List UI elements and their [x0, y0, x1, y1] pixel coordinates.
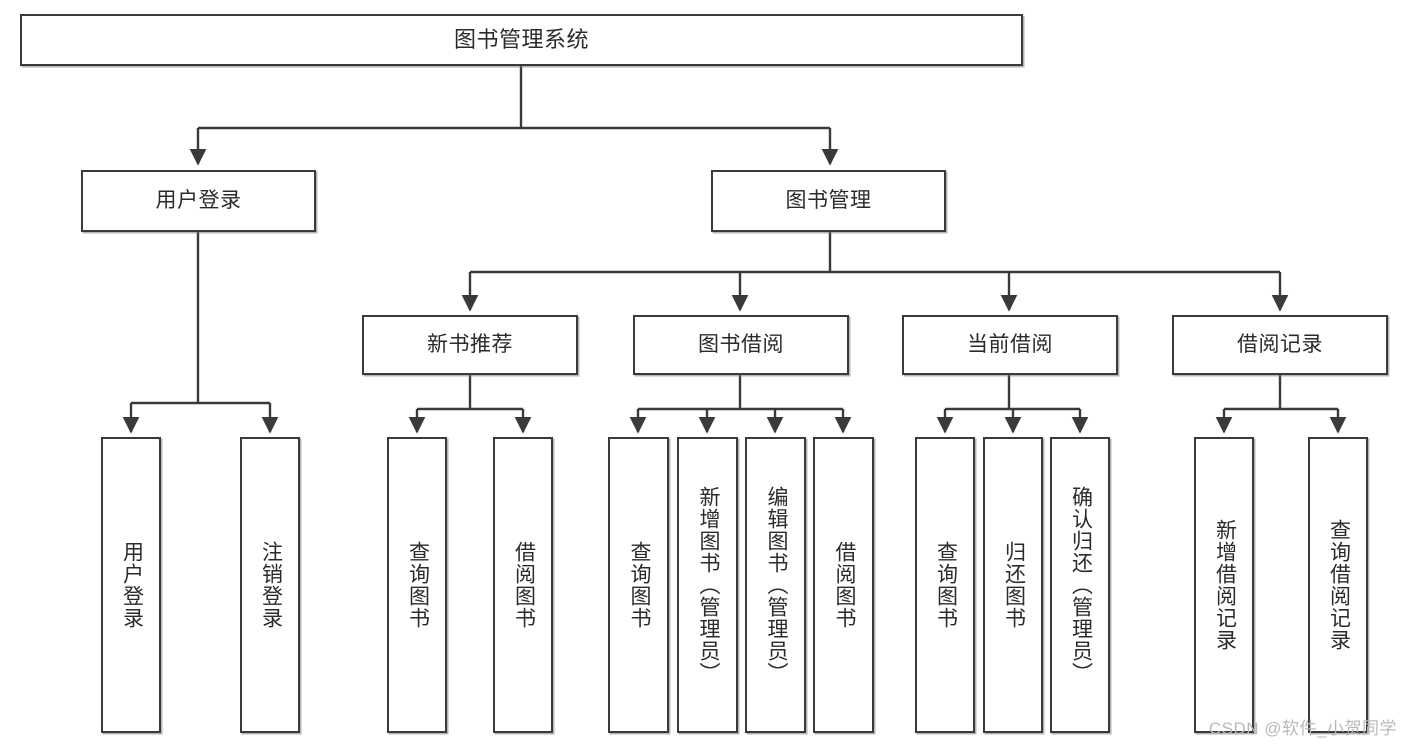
leaf-user-login[interactable]: 用户登录: [101, 437, 161, 733]
node-label: 图书借阅: [698, 332, 784, 356]
node-label: 确认归还（管理员）: [1069, 486, 1093, 684]
node-label: 借阅图书: [512, 541, 536, 629]
node-book-borrowing[interactable]: 图书借阅: [633, 315, 849, 375]
leaf-add-book-admin[interactable]: 新增图书（管理员）: [677, 437, 738, 733]
node-label: 查询借阅记录: [1327, 519, 1351, 651]
node-label: 图书管理系统: [453, 27, 589, 53]
node-label: 归还图书: [1002, 541, 1026, 629]
node-label: 图书管理: [785, 188, 872, 212]
leaf-add-borrow-record[interactable]: 新增借阅记录: [1194, 437, 1254, 733]
node-borrowing-records[interactable]: 借阅记录: [1172, 315, 1388, 375]
leaf-query-books-recommendation[interactable]: 查询图书: [387, 437, 447, 733]
node-label: 当前借阅: [967, 332, 1053, 356]
csdn-watermark: CSDN @软件_小贺同学: [1208, 719, 1397, 738]
leaf-user-logout[interactable]: 注销登录: [240, 437, 300, 733]
leaf-confirm-return-admin[interactable]: 确认归还（管理员）: [1050, 437, 1110, 733]
node-current-borrowing[interactable]: 当前借阅: [902, 315, 1118, 375]
node-label: 查询图书: [406, 541, 430, 629]
node-label: 注销登录: [259, 541, 283, 629]
node-label: 用户登录: [120, 541, 144, 629]
node-label: 借阅图书: [832, 541, 856, 629]
node-root-system[interactable]: 图书管理系统: [20, 14, 1023, 66]
node-label: 用户登录: [155, 188, 242, 212]
node-user-login-module[interactable]: 用户登录: [81, 170, 316, 232]
leaf-query-books-current[interactable]: 查询图书: [915, 437, 975, 733]
node-book-management-module[interactable]: 图书管理: [711, 170, 946, 232]
leaf-borrow-books[interactable]: 借阅图书: [813, 437, 874, 733]
leaf-return-books[interactable]: 归还图书: [983, 437, 1043, 733]
leaf-edit-book-admin[interactable]: 编辑图书（管理员）: [745, 437, 806, 733]
node-label: 查询图书: [934, 541, 958, 629]
leaf-borrow-books-recommendation[interactable]: 借阅图书: [493, 437, 553, 733]
node-label: 新书推荐: [427, 332, 513, 356]
node-label: 编辑图书（管理员）: [764, 486, 788, 684]
node-label: 新增图书（管理员）: [696, 486, 720, 684]
node-label: 借阅记录: [1237, 332, 1323, 356]
node-label: 查询图书: [627, 541, 651, 629]
leaf-query-books[interactable]: 查询图书: [608, 437, 669, 733]
node-label: 新增借阅记录: [1213, 519, 1237, 651]
node-new-book-recommendation[interactable]: 新书推荐: [362, 315, 578, 375]
leaf-query-borrow-record[interactable]: 查询借阅记录: [1308, 437, 1368, 733]
